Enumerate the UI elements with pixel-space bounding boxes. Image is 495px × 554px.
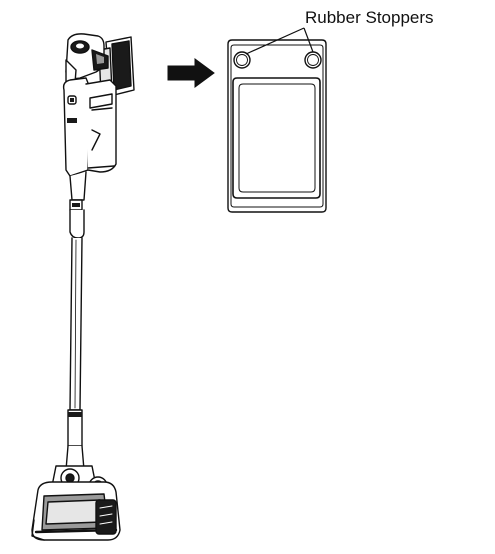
right-arrow-icon [167,58,215,88]
motor-head [65,33,109,97]
wall-mount-plate [227,39,327,213]
stick-vacuum-illustration [31,33,135,541]
docked-wall-mount [98,36,135,97]
vacuum-body [62,77,117,239]
right-rubber-stopper [304,51,322,69]
left-rubber-stopper [233,51,251,69]
callout-leader-lines [245,27,314,55]
rubber-stoppers-label: Rubber Stoppers [305,8,434,27]
floor-brush-head [31,465,121,541]
extension-wand [65,237,85,471]
